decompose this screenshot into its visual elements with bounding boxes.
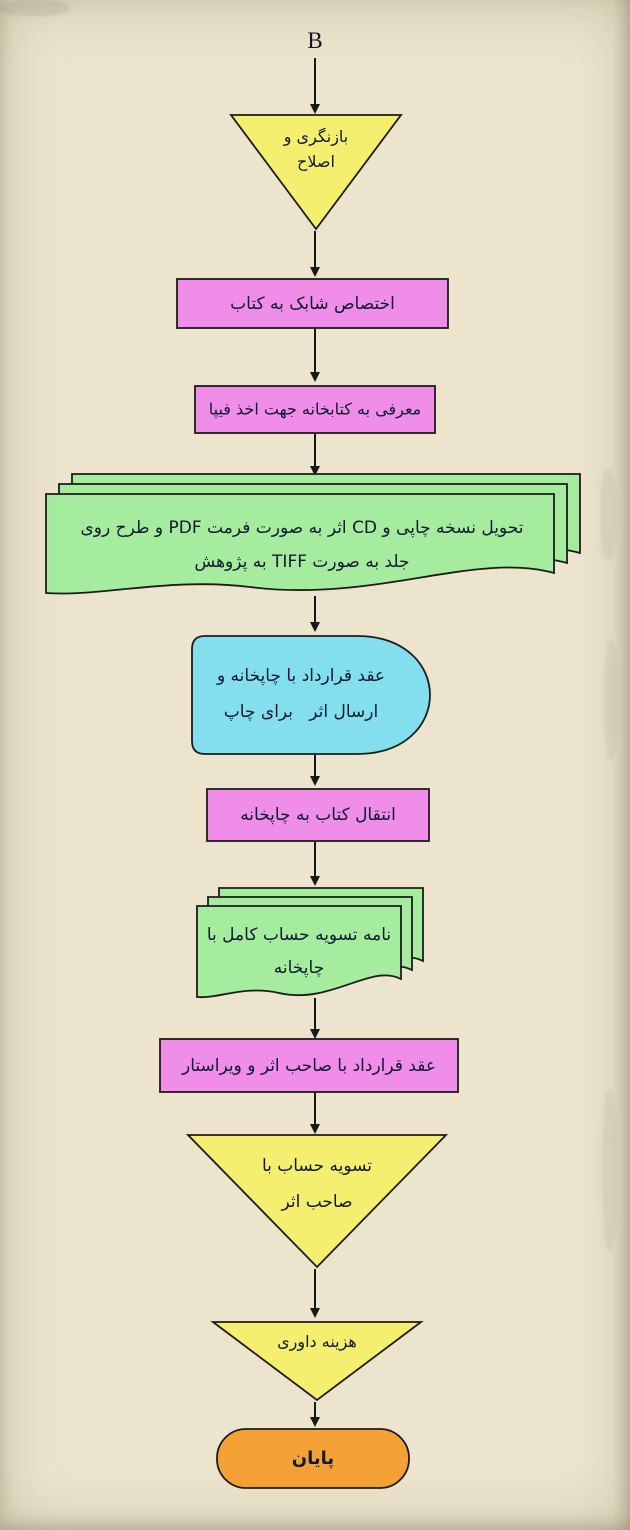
terminator-rect — [216, 1428, 410, 1489]
arrow-settlement-to-fee — [314, 1269, 316, 1308]
node-move-to-press: انتقال کتاب به چاپخانه — [206, 788, 430, 842]
multi-document-shape — [196, 887, 424, 999]
document-sheet-front — [45, 493, 555, 595]
node-move-to-press-label: انتقال کتاب به چاپخانه — [240, 804, 396, 825]
delay-outline — [191, 635, 431, 755]
node-assign-isbn-label: اختصاص شابک به کتاب — [230, 293, 395, 314]
process-shape — [159, 1038, 459, 1093]
node-author-settlement-line2: صاحب اثر — [281, 1191, 353, 1212]
node-author-settlement: تسویه حساب با صاحب اثر — [185, 1133, 449, 1269]
node-assign-isbn: اختصاص شابک به کتاب — [176, 278, 449, 329]
node-settlement-letter-line2: چاپخانه — [273, 958, 325, 979]
arrow-transfer-to-letter — [314, 842, 316, 876]
document-sheet-front — [196, 905, 402, 999]
arrow-library-to-delivery — [314, 434, 316, 466]
node-deliver-files-line2: جلد به صورت TIFF به پژوهش — [194, 552, 410, 572]
process-rect — [194, 385, 436, 434]
process-shape — [194, 385, 436, 434]
arrow-contract-to-transfer — [314, 755, 316, 776]
node-print-contract: عقد قرارداد با چاپخانه و ارسال اثر برای … — [191, 635, 431, 755]
process-shape — [176, 278, 449, 329]
triangle — [210, 1321, 424, 1402]
arrow-fee-to-end — [314, 1402, 316, 1417]
arrow-authorcontract-to-settlement — [314, 1093, 316, 1124]
scan-artifact — [0, 0, 70, 16]
scan-edge-noise — [612, 0, 630, 1530]
node-deliver-files-line1: تحویل نسخه چاپی و CD اثر به صورت فرمت PD… — [80, 518, 524, 538]
process-rect — [159, 1038, 459, 1093]
arrow-isbn-to-library — [314, 329, 316, 372]
node-intro-library: معرفی به کتابخانه جهت اخذ فیپا — [194, 385, 436, 434]
connector-label-b: B — [307, 28, 323, 53]
node-referee-fee: هزینه داوری — [210, 1320, 424, 1402]
node-end-label: پایان — [291, 1447, 335, 1469]
node-review-line1: بازنگری و — [283, 127, 349, 146]
arrow-delivery-to-contract — [314, 596, 316, 622]
node-author-settlement-line1: تسویه حساب با — [261, 1156, 373, 1176]
process-rect — [206, 788, 430, 842]
process-shape — [206, 788, 430, 842]
scan-artifact — [600, 470, 616, 560]
process-rect — [176, 278, 449, 329]
node-author-contract: عقد قرارداد با صاحب اثر و ویراستار — [159, 1038, 459, 1093]
node-review: بازنگری و اصلاح — [229, 113, 403, 231]
scan-artifact — [602, 1090, 617, 1250]
arrow-letter-to-authorcontract — [314, 998, 316, 1029]
node-print-contract-line2: ارسال اثر برای چاپ — [223, 701, 379, 722]
node-review-line2: اصلاح — [297, 151, 335, 171]
scan-artifact — [604, 640, 618, 760]
inverted-triangle-shape — [229, 114, 403, 231]
node-referee-fee-label: هزینه داوری — [277, 1332, 357, 1351]
inverted-triangle-shape — [210, 1321, 424, 1402]
node-print-contract-line1: عقد قرارداد با چاپخانه و — [216, 666, 386, 686]
node-author-contract-label: عقد قرارداد با صاحب اثر و ویراستار — [182, 1055, 436, 1076]
node-intro-library-label: معرفی به کتابخانه جهت اخذ فیپا — [208, 399, 422, 419]
node-deliver-files: تحویل نسخه چاپی و CD اثر به صورت فرمت PD… — [45, 473, 583, 605]
node-settlement-letter-line1: نامه تسویه حساب کامل با — [206, 925, 392, 945]
terminator-shape — [216, 1428, 410, 1489]
node-settlement-letter: نامه تسویه حساب کامل با چاپخانه — [196, 887, 426, 1007]
arrow-review-to-isbn — [314, 231, 316, 267]
multi-document-shape — [45, 473, 581, 595]
triangle — [229, 114, 403, 231]
node-end: پایان — [216, 1428, 410, 1489]
delay-shape — [191, 635, 431, 755]
inverted-triangle-shape — [185, 1134, 449, 1269]
arrow-b-to-review — [314, 58, 316, 104]
triangle — [185, 1134, 449, 1269]
